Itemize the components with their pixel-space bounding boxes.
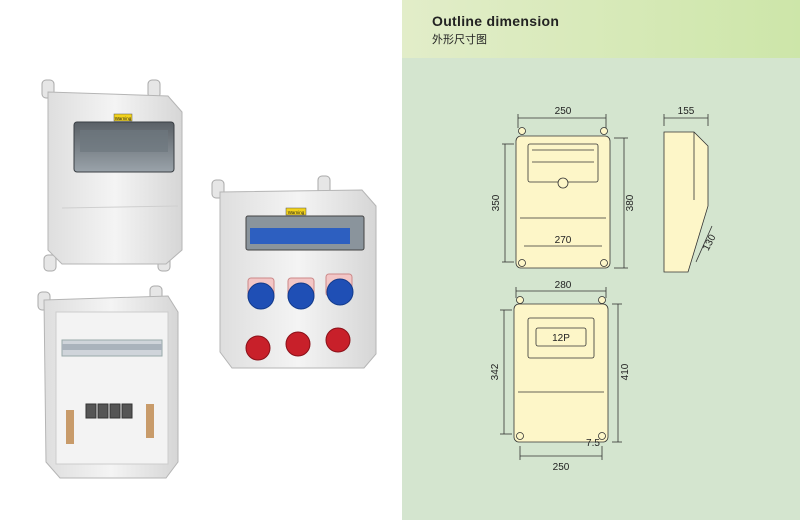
enclosure-open: [37, 285, 179, 479]
warning-label-2: Warning: [288, 210, 305, 215]
dim-top-width: 250: [555, 106, 572, 117]
warning-label-1: Warning: [115, 116, 132, 121]
dim-depth: 155: [678, 106, 695, 117]
dim-top-height-left: 350: [491, 194, 502, 211]
product-photos-panel: Warning Warning: [0, 0, 402, 520]
product-photos: Warning Warning: [37, 79, 377, 479]
enclosure-closed: Warning: [41, 79, 183, 272]
front-view-top: [502, 114, 628, 269]
dim-bottom-height-right: 410: [620, 363, 631, 380]
page-title: Outline dimension: [432, 13, 560, 29]
dim-bottom-width-bottom: 250: [553, 462, 570, 473]
title-band: [402, 0, 800, 58]
dim-bottom-height-left: 342: [490, 363, 501, 380]
module-label: 12P: [552, 333, 570, 344]
dim-angle: 130: [701, 232, 719, 252]
dim-top-height-right: 380: [625, 194, 636, 211]
front-view-bottom: [500, 287, 622, 460]
side-view: [663, 114, 713, 273]
enclosure-with-sockets: Warning: [211, 175, 377, 369]
dim-offset: 7.5: [586, 438, 600, 449]
page-subtitle: 外形尺寸图: [432, 33, 487, 46]
dim-bottom-width-top: 280: [555, 280, 572, 291]
dim-inner-width: 270: [555, 235, 572, 246]
